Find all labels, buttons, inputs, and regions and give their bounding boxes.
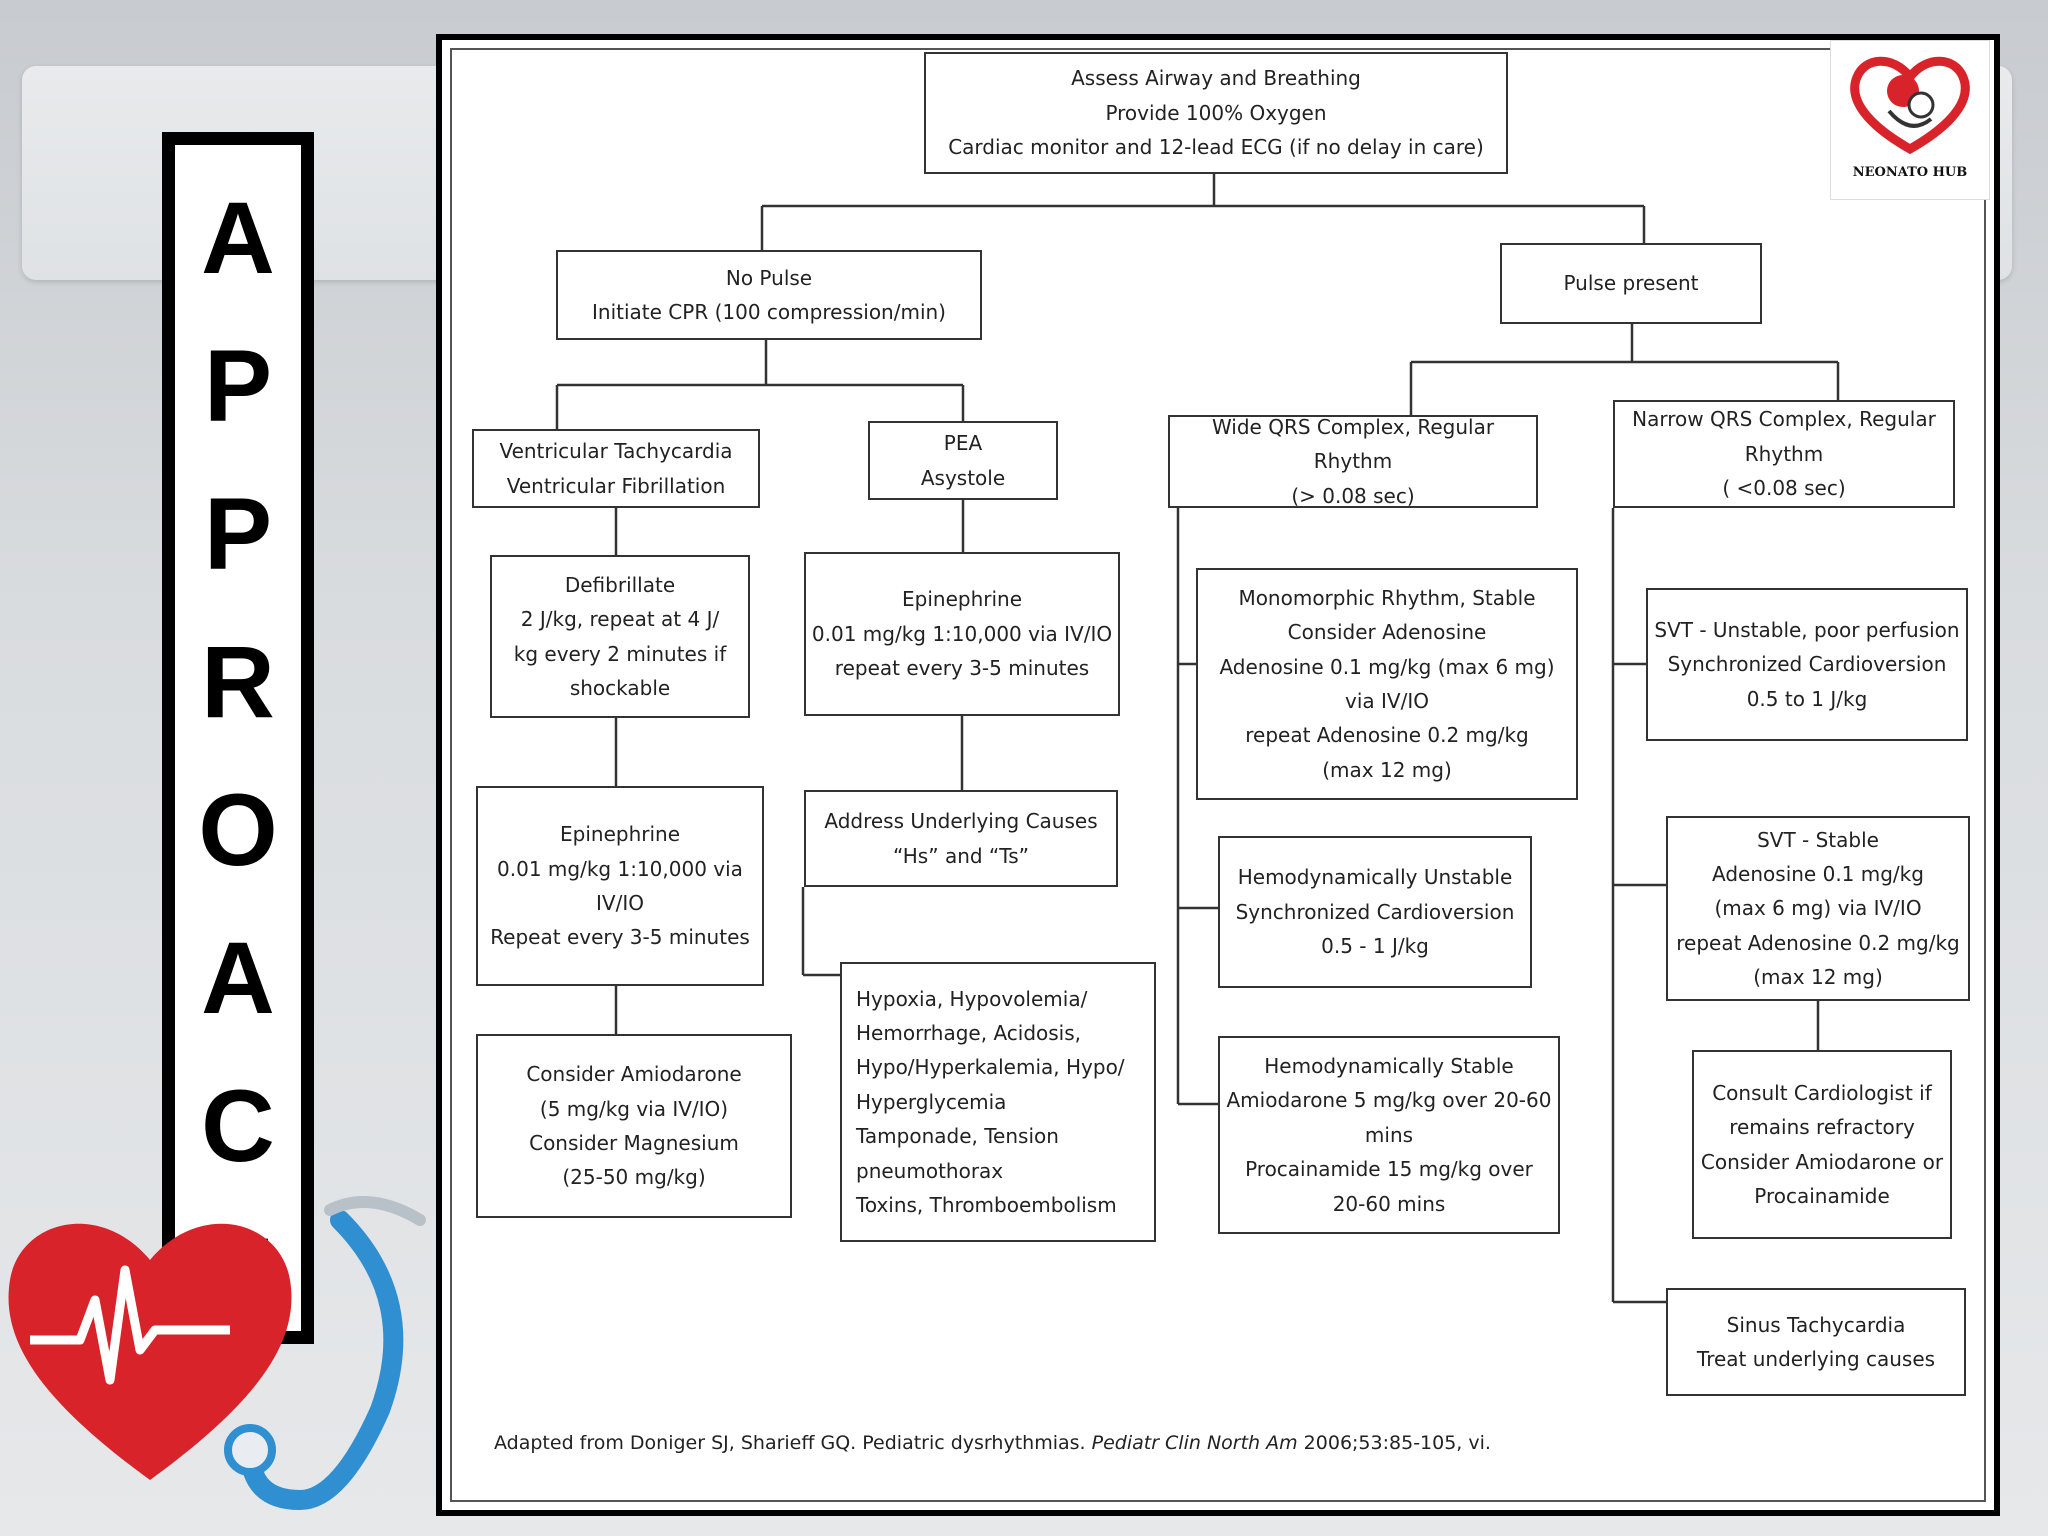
- title-letter: A: [201, 921, 275, 1035]
- ecg-line-icon: [30, 1265, 230, 1385]
- heart-baby-logo-icon: [1850, 56, 1970, 155]
- hemodynamically-unstable-node: Hemodynamically Unstable Synchronized Ca…: [1218, 836, 1532, 988]
- pea-asystole-node: PEA Asystole: [868, 421, 1058, 500]
- epinephrine-pea-node: Epinephrine 0.01 mg/kg 1:10,000 via IV/I…: [804, 552, 1120, 716]
- vt-vf-node: Ventricular Tachycardia Ventricular Fibr…: [472, 429, 760, 508]
- svt-stable-node: SVT - Stable Adenosine 0.1 mg/kg (max 6 …: [1666, 816, 1970, 1001]
- consult-cardiologist-node: Consult Cardiologist if remains refracto…: [1692, 1050, 1952, 1239]
- monomorphic-rhythm-node: Monomorphic Rhythm, Stable Consider Aden…: [1196, 568, 1578, 800]
- defibrillate-node: Defibrillate 2 J/kg, repeat at 4 J/ kg e…: [490, 555, 750, 718]
- address-causes-node: Address Underlying Causes “Hs” and “Ts”: [804, 790, 1118, 887]
- epinephrine-vf-node: Epinephrine 0.01 mg/kg 1:10,000 via IV/I…: [476, 786, 764, 986]
- title-letter: A: [201, 181, 275, 295]
- heart-stethoscope-decoration: [8, 1196, 426, 1511]
- title-letter: O: [198, 773, 278, 887]
- amiodarone-node: Consider Amiodarone (5 mg/kg via IV/IO) …: [476, 1034, 792, 1218]
- wide-qrs-node: Wide QRS Complex, Regular Rhythm (> 0.08…: [1168, 415, 1538, 508]
- title-letter: C: [201, 1069, 275, 1183]
- sinus-tachycardia-node: Sinus Tachycardia Treat underlying cause…: [1666, 1288, 1966, 1396]
- svt-unstable-node: SVT - Unstable, poor perfusion Synchroni…: [1646, 588, 1968, 741]
- stethoscope-tube-icon: [324, 1196, 426, 1226]
- citation: Adapted from Doniger SJ, Sharieff GQ. Pe…: [494, 1432, 1491, 1454]
- neonato-hub-logo: NEONATO HUB: [1830, 40, 1990, 200]
- hs-and-ts-list-node: Hypoxia, Hypovolemia/ Hemorrhage, Acidos…: [840, 962, 1156, 1242]
- logo-label: NEONATO HUB: [1852, 165, 1968, 180]
- title-letter: P: [203, 477, 273, 591]
- approach-vertical-title: A P P R O A C H: [162, 132, 314, 1344]
- hemodynamically-stable-node: Hemodynamically Stable Amiodarone 5 mg/k…: [1218, 1036, 1560, 1234]
- assess-airway-node: Assess Airway and Breathing Provide 100%…: [924, 52, 1508, 174]
- title-letter: P: [203, 329, 273, 443]
- narrow-qrs-node: Narrow QRS Complex, Regular Rhythm ( <0.…: [1613, 400, 1955, 508]
- stethoscope-icon: [240, 1210, 404, 1511]
- no-pulse-node: No Pulse Initiate CPR (100 compression/m…: [556, 250, 982, 340]
- heart-ecg-icon: [8, 1223, 292, 1480]
- title-letter: R: [201, 625, 275, 739]
- pulse-present-node: Pulse present: [1500, 243, 1762, 324]
